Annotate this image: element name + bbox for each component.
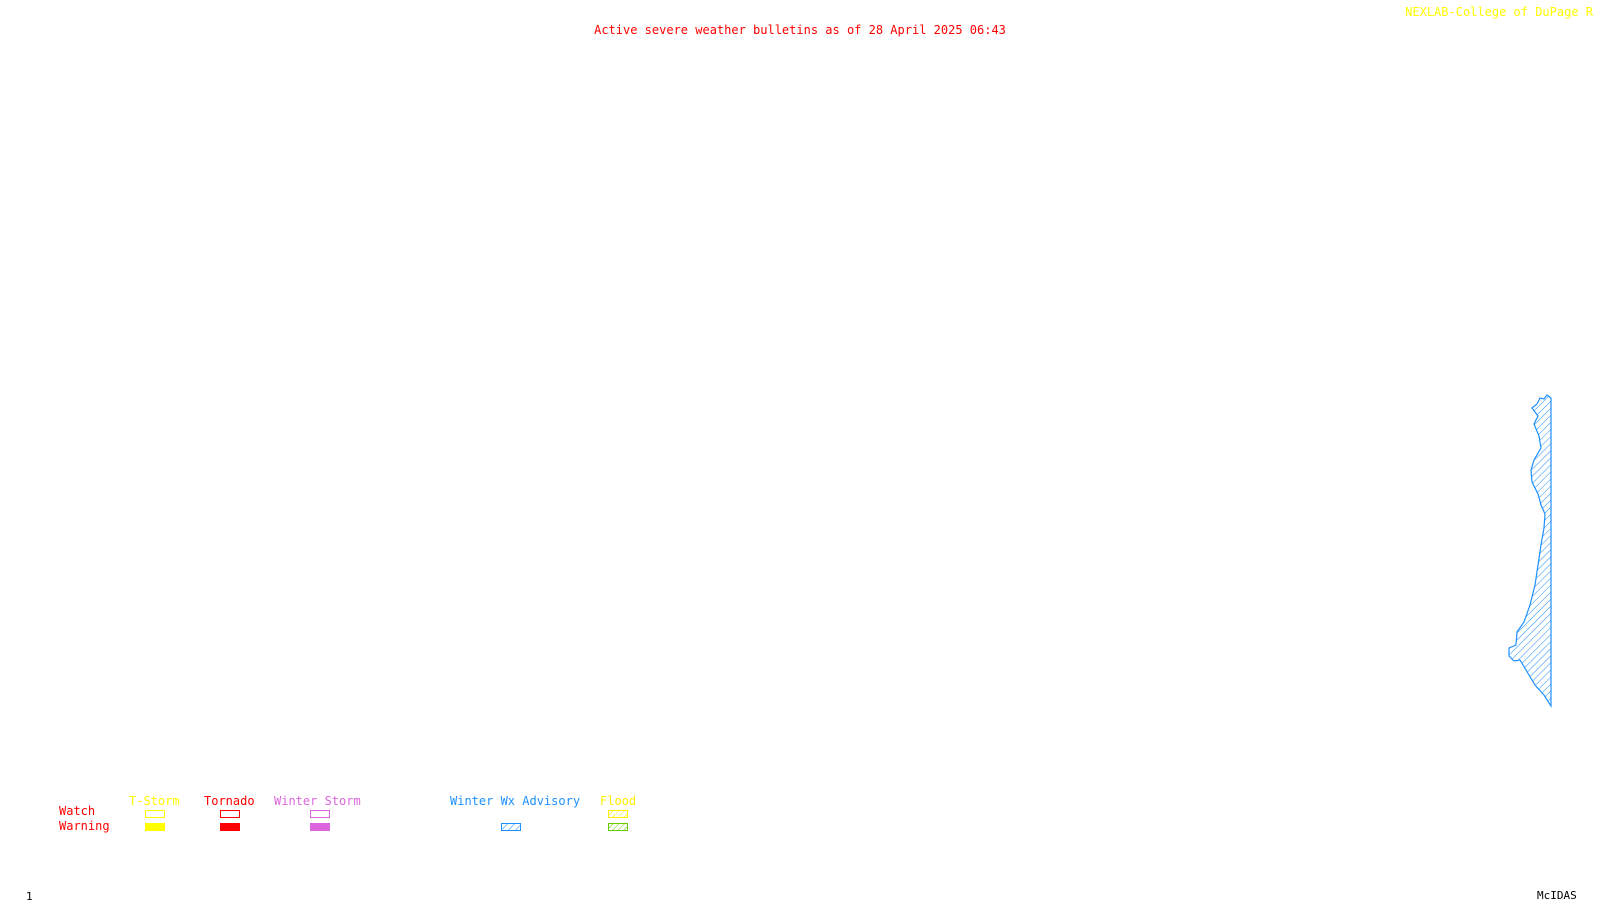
map-title: Active severe weather bulletins as of 28… (594, 23, 1006, 37)
legend-tstorm-label: T-Storm (129, 794, 180, 808)
legend-winter-storm-label: Winter Storm (274, 794, 361, 808)
legend-winter-storm-warning-swatch (310, 823, 330, 831)
legend-flood-warning-swatch (608, 823, 628, 831)
legend-warning-label: Warning (59, 819, 110, 833)
legend-winter-wx-advisory-warning-swatch (501, 823, 521, 831)
legend-tornado-warning-swatch (220, 823, 240, 831)
legend-watch-label: Watch (59, 804, 96, 818)
legend-flood-watch-swatch (608, 810, 628, 818)
winter-wx-advisory-area[interactable] (1508, 394, 1552, 709)
legend-tstorm-warning-swatch (145, 823, 165, 831)
frame-number: 1 (26, 890, 33, 903)
legend-winter-wx-advisory-label: Winter Wx Advisory (450, 794, 581, 808)
legend-winter-storm-watch-swatch (310, 810, 330, 818)
producer-credit: NEXLAB-College of DuPage R (1405, 5, 1593, 19)
legend-tornado-label: Tornado (204, 794, 255, 808)
legend-tornado-watch-swatch (220, 810, 240, 818)
legend-tstorm-watch-swatch (145, 810, 165, 818)
software-label: McIDAS (1537, 889, 1577, 902)
legend-flood-label: Flood (600, 794, 637, 808)
